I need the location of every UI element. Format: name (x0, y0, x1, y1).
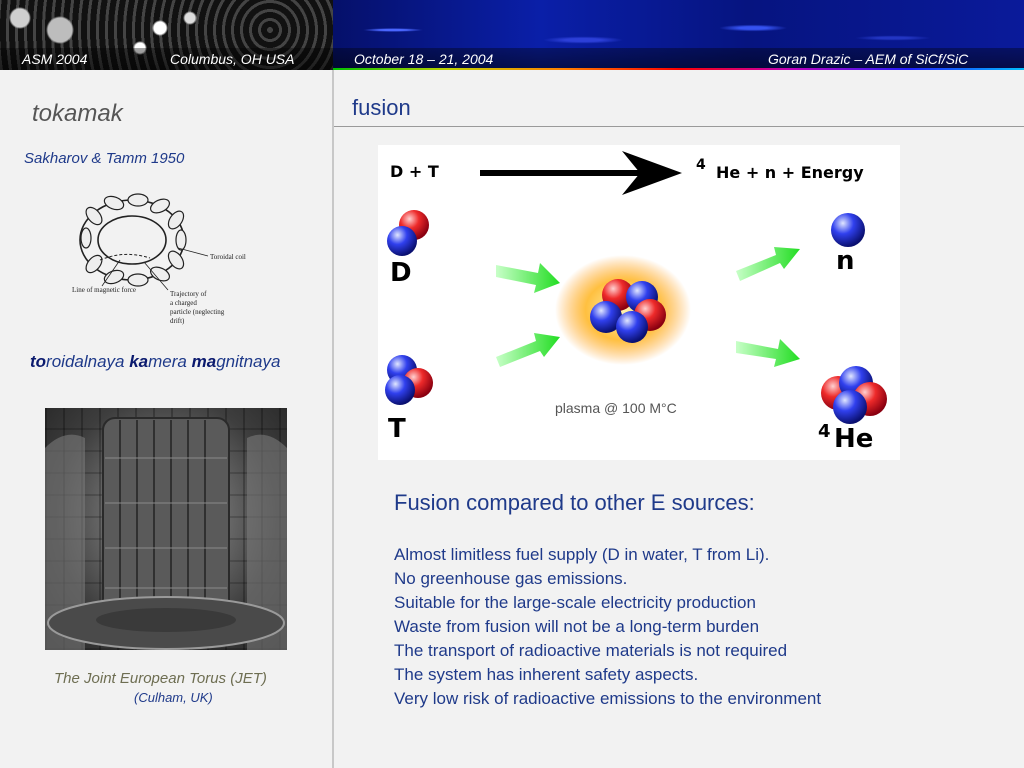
list-item: Waste from fusion will not be a long-ter… (394, 617, 760, 636)
jet-caption: The Joint European Torus (JET) (54, 670, 267, 687)
header-conference: ASM 2004 (22, 51, 88, 67)
comparison-heading: Fusion compared to other E sources: (394, 490, 755, 515)
arrow-in-top (496, 263, 560, 293)
label-d: D (390, 258, 412, 288)
title-rule (334, 126, 1024, 127)
header-location: Columbus, OH USA (170, 51, 295, 67)
torus-label-force: Line of magnetic force (72, 286, 136, 294)
header-text-bar (0, 48, 1024, 70)
plasma-neutron-2 (590, 301, 622, 333)
arrow-out-bottom (736, 339, 800, 367)
arrow-out-top (736, 247, 800, 281)
label-he: He (834, 424, 873, 454)
list-item: Almost limitless fuel supply (D in water… (394, 545, 770, 564)
list-item: Suitable for the large-scale electricity… (394, 593, 756, 612)
torus-diagram: Toroidal coil Line of magnetic force Tra… (60, 178, 270, 338)
list-item: No greenhouse gas emissions. (394, 569, 628, 588)
list-item: The system has inherent safety aspects. (394, 665, 699, 684)
header-dates: October 18 – 21, 2004 (354, 51, 494, 67)
jet-photo (45, 408, 287, 650)
he-neutron-2 (833, 390, 867, 424)
reaction-left: D + T (390, 162, 439, 181)
plasma-label: plasma @ 100 M°C (555, 400, 677, 416)
plasma-neutron-3 (616, 311, 648, 343)
label-n: n (836, 246, 855, 276)
torus-label-trajectory-2: a charged (170, 299, 197, 307)
fusion-reaction-diagram: D + T 4 He + n + Energy D T n 4 He (378, 145, 900, 460)
tokamak-title: tokamak (32, 100, 123, 127)
torus-label-trajectory-1: Trajectory of (170, 290, 207, 298)
header-author: Goran Drazic – AEM of SiCf/SiC (768, 51, 969, 67)
acronym-rest-1: roidalnaya (46, 352, 130, 371)
list-item: Very low risk of radioactive emissions t… (394, 689, 822, 708)
acronym-bold-3: ma (191, 352, 217, 371)
header-banner: ASM 2004 Columbus, OH USA October 18 – 2… (0, 0, 1024, 70)
svg-text:Trajectory of a charged: Trajectory of a charged particle (neglec… (170, 290, 226, 325)
header-rainbow-line (333, 68, 1024, 70)
torus-label-coil: Toroidal coil (210, 253, 246, 261)
acronym-bold-2: ka (129, 352, 149, 371)
n-neutron (831, 213, 865, 247)
t-neutron-2 (385, 375, 415, 405)
acronym-rest-3: gnitnaya (216, 352, 281, 371)
tokamak-subtitle: Sakharov & Tamm 1950 (24, 150, 185, 167)
tokamak-acronym: toroidalnaya kamera magnitnaya (30, 352, 280, 372)
reaction-right: He + n + Energy (716, 163, 864, 182)
jet-photo-drawing (45, 417, 287, 650)
reaction-sup: 4 (696, 157, 706, 173)
acronym-rest-2: mera (148, 352, 192, 371)
acronym-bold-1: to (30, 352, 47, 371)
d-neutron (387, 226, 417, 256)
advantages-list: Almost limitless fuel supply (D in water… (394, 543, 821, 711)
torus-label-trajectory-3: particle (neglecting (170, 308, 225, 316)
reaction-arrow (622, 151, 682, 195)
arrow-in-bottom (496, 333, 560, 367)
column-divider (332, 70, 334, 768)
list-item: The transport of radioactive materials i… (394, 641, 788, 660)
jet-caption-location: (Culham, UK) (134, 690, 213, 705)
fusion-title: fusion (352, 95, 411, 120)
torus-label-trajectory-4: drift) (170, 317, 185, 325)
label-he-sup: 4 (818, 421, 831, 442)
label-t: T (388, 414, 406, 444)
